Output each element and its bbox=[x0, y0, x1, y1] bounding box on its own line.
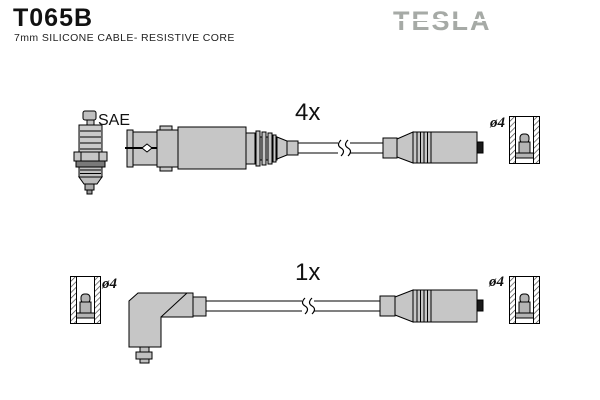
terminal-sleeve-top-right bbox=[509, 116, 540, 164]
spark-plug-icon bbox=[73, 110, 108, 195]
boot-terminal-tab bbox=[476, 299, 484, 312]
diameter-label-bottom-right: ø4 bbox=[488, 274, 505, 290]
part-number: T065B bbox=[13, 4, 94, 32]
cable-break-icon bbox=[337, 138, 352, 158]
terminal-sleeve-bottom-left bbox=[70, 276, 101, 324]
diameter-label-bottom-left: ø4 bbox=[101, 276, 118, 292]
top-cable-wire bbox=[297, 138, 384, 158]
tesla-logo: TESLA bbox=[393, 6, 492, 37]
angle-boot bbox=[128, 292, 207, 364]
top-quantity-label: 4x bbox=[295, 99, 320, 126]
diameter-label-top-right: ø4 bbox=[489, 115, 506, 131]
plug-boot-top bbox=[382, 131, 484, 164]
terminal-sleeve-bottom-right bbox=[509, 276, 540, 324]
tesla-logo-stencil-stripe bbox=[393, 19, 492, 21]
plug-boot-bottom bbox=[379, 289, 484, 323]
clip-diamond bbox=[141, 143, 153, 153]
bottom-quantity-label: 1x bbox=[295, 259, 320, 286]
bottom-cable-wire bbox=[205, 296, 381, 316]
cable-break-icon bbox=[301, 296, 316, 316]
subtitle: 7mm SILICONE CABLE- RESISTIVE CORE bbox=[14, 32, 235, 44]
sae-label: SAE bbox=[98, 112, 130, 129]
boot-terminal-tab bbox=[476, 141, 484, 154]
tesla-logo-text: TESLA bbox=[393, 6, 492, 36]
distributor-connector bbox=[125, 125, 299, 172]
